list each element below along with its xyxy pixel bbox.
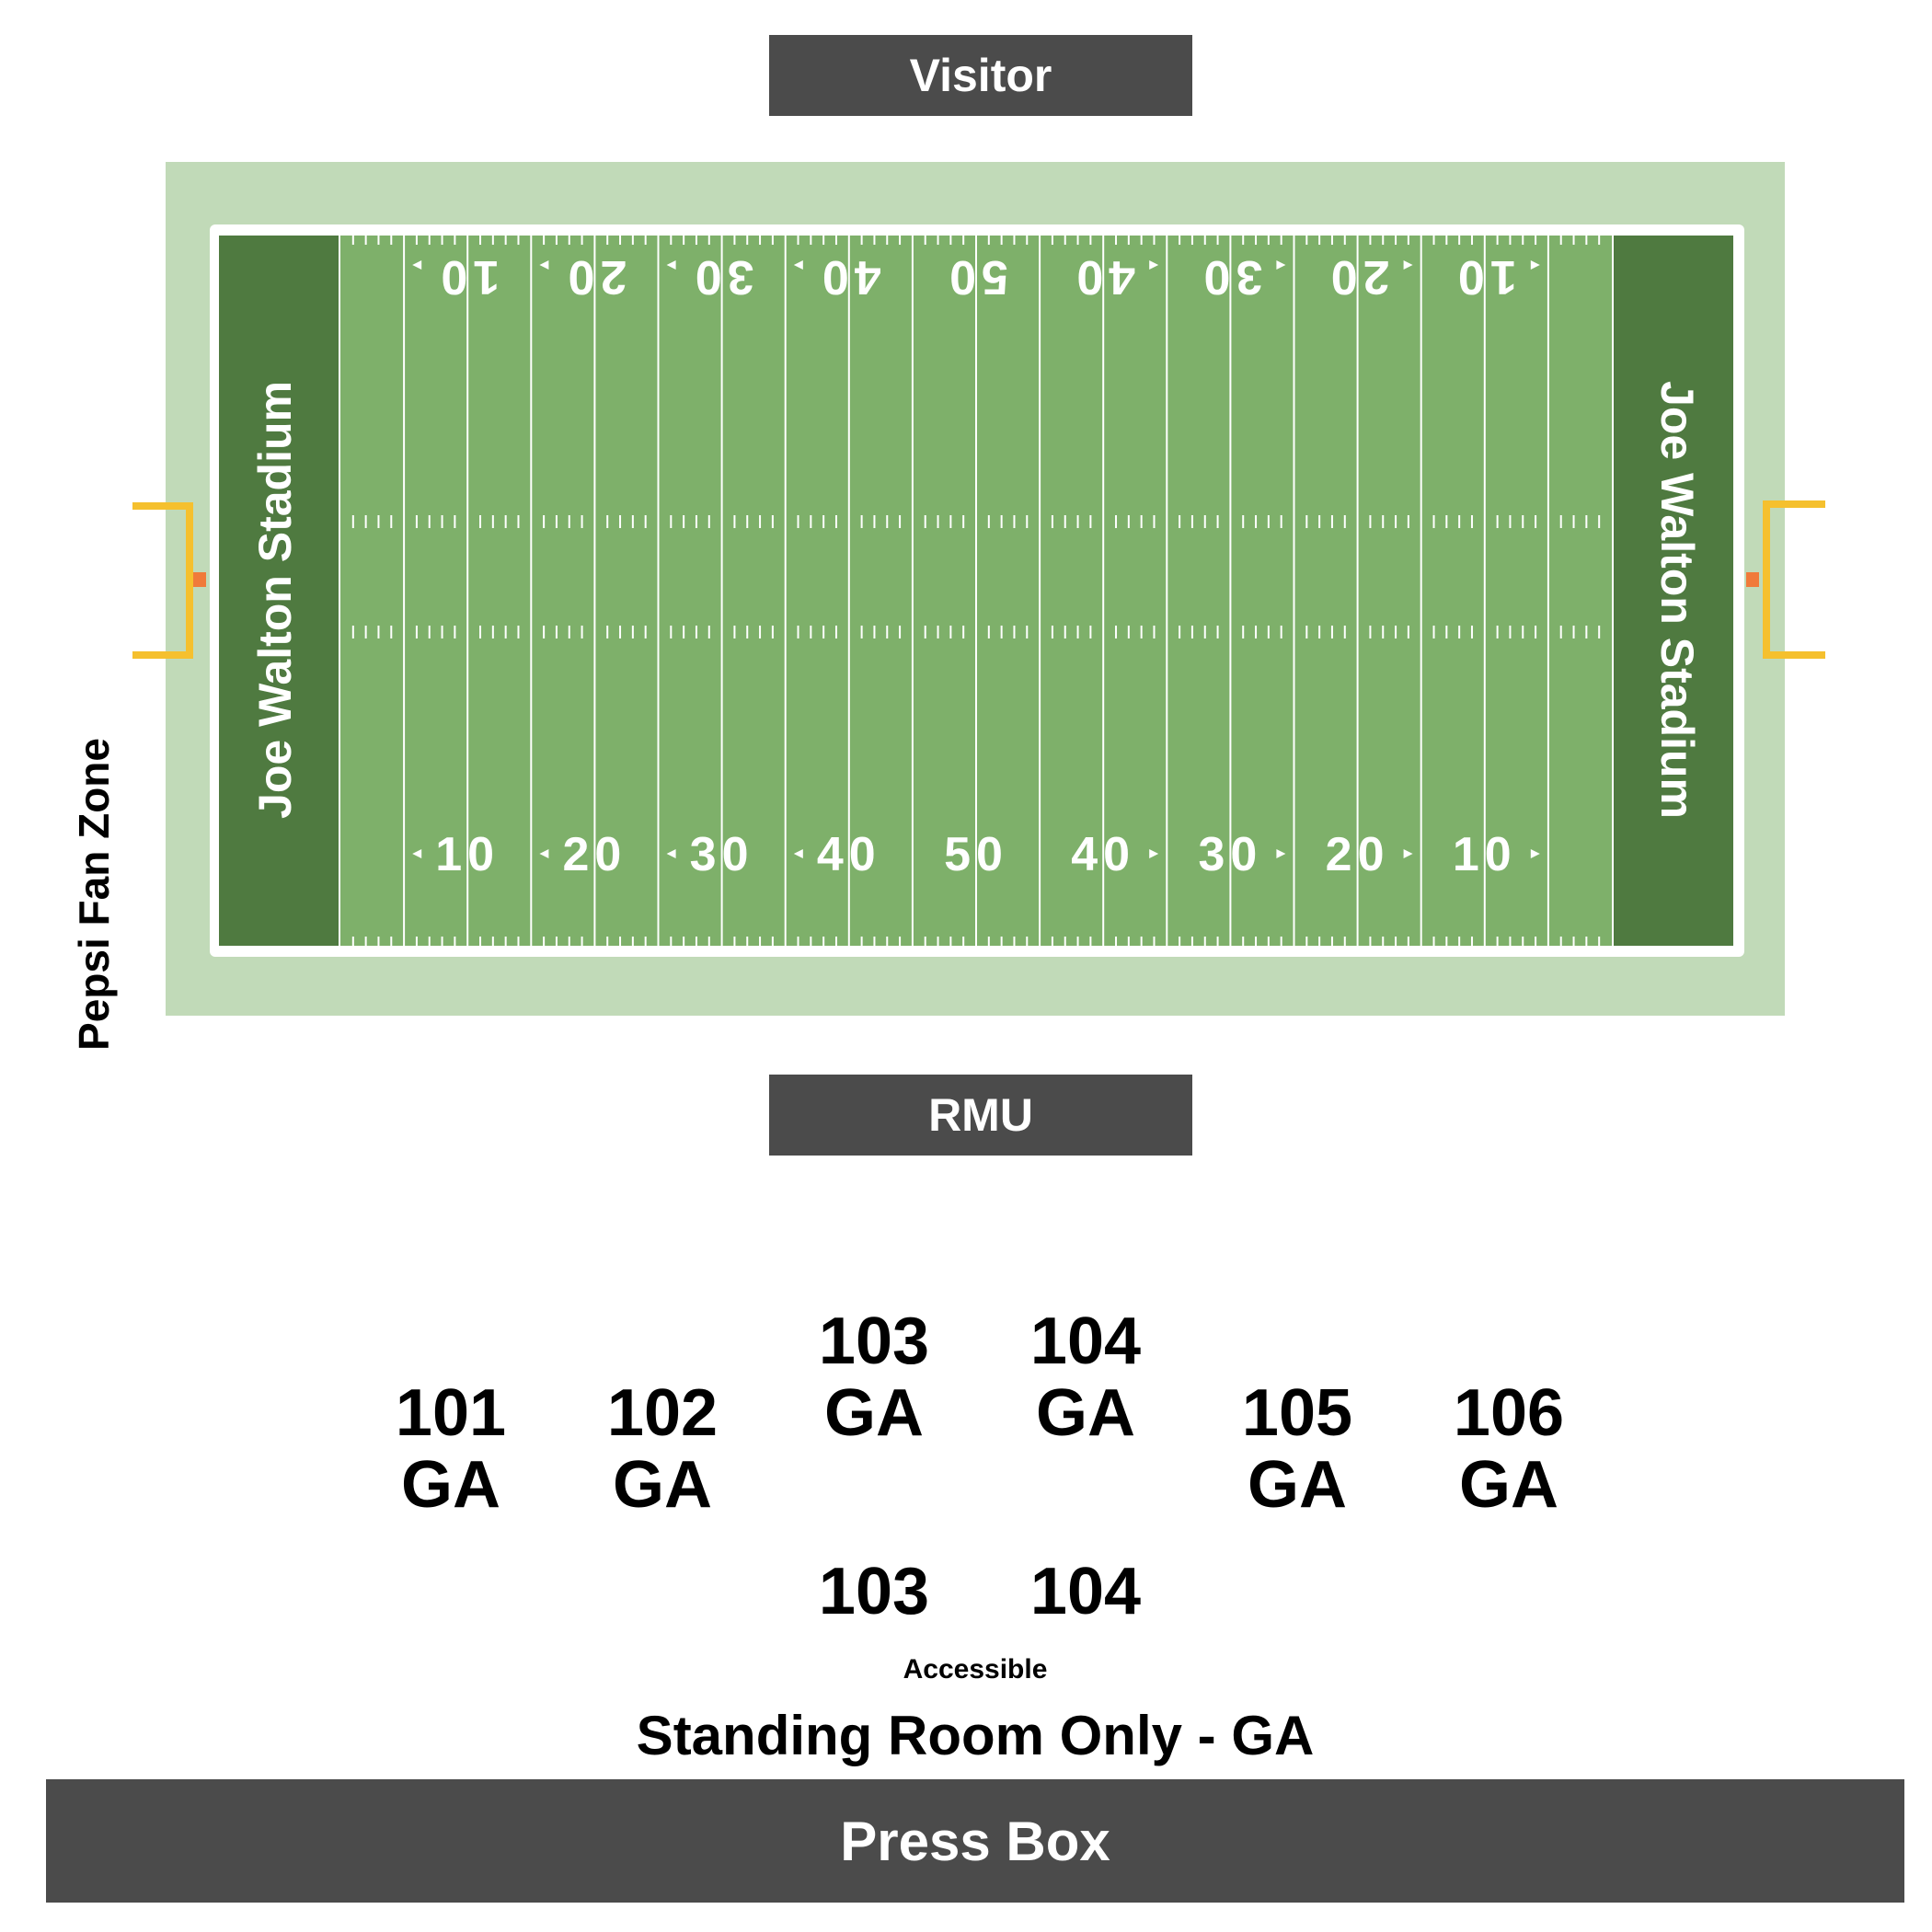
goalpost-left-icon	[132, 502, 206, 659]
direction-arrow-icon	[1276, 260, 1286, 270]
direction-arrow-icon	[1276, 849, 1286, 858]
endzone-left-label: Joe Walton Stadium	[249, 381, 301, 819]
fan-zone-label[interactable]: Pepsi Fan Zone	[70, 738, 118, 1051]
accessible-label: Accessible	[903, 1654, 1048, 1685]
section-105[interactable]: 105 GA	[1224, 1380, 1371, 1518]
section-number: 104	[1029, 1305, 1142, 1378]
direction-arrow-icon	[1530, 849, 1540, 858]
yard-number: 30	[1198, 828, 1262, 881]
section-number: 103	[818, 1555, 930, 1628]
section-101[interactable]: 101 GA	[377, 1380, 524, 1518]
direction-arrow-icon	[666, 260, 676, 270]
section-number: 103	[818, 1305, 930, 1378]
section-106[interactable]: 106 GA	[1435, 1380, 1582, 1518]
outer-turf	[166, 162, 1785, 1016]
yard-number-inverted: 10	[435, 250, 500, 304]
direction-arrow-icon	[793, 849, 803, 858]
section-104-accessible[interactable]: 104	[1012, 1558, 1159, 1625]
section-type: GA	[401, 1448, 500, 1522]
yard-lines	[403, 236, 1549, 946]
visitor-sideline-label: Visitor	[769, 35, 1192, 116]
direction-arrow-icon	[539, 849, 549, 858]
home-sideline-label: RMU	[769, 1075, 1192, 1156]
press-box-text: Press Box	[840, 1810, 1110, 1872]
home-text: RMU	[928, 1089, 1033, 1141]
section-103-accessible[interactable]: 103	[800, 1558, 948, 1625]
endzone-right	[1614, 236, 1733, 946]
section-type: GA	[1459, 1448, 1558, 1522]
section-number: 101	[395, 1376, 507, 1450]
visitor-text: Visitor	[909, 50, 1052, 101]
hash-marks	[351, 236, 1601, 946]
yard-number-inverted: 20	[562, 250, 627, 304]
standing-room-label[interactable]: Standing Room Only - GA	[636, 1705, 1315, 1766]
section-type: GA	[1036, 1376, 1135, 1450]
section-number: 106	[1453, 1376, 1565, 1450]
endzone-right-label: Joe Walton Stadium	[1651, 381, 1703, 819]
direction-arrow-icon	[793, 260, 803, 270]
yard-number: 10	[1453, 828, 1517, 881]
direction-arrow-icon	[666, 849, 676, 858]
yard-number-inverted: 40	[817, 250, 881, 304]
yard-numbers-bottom: 10 20 30 40 50 40 30 20 10	[435, 828, 1517, 881]
yard-number-inverted: 20	[1326, 250, 1390, 304]
yard-number-inverted: 10	[1453, 250, 1517, 304]
endzone-left	[219, 236, 339, 946]
yard-number-inverted: 50	[944, 250, 1008, 304]
section-type: GA	[1248, 1448, 1347, 1522]
section-number: 104	[1029, 1555, 1142, 1628]
section-104[interactable]: 104 GA	[1012, 1308, 1159, 1446]
playing-field	[340, 236, 1612, 946]
section-type: GA	[613, 1448, 712, 1522]
yard-number: 20	[562, 828, 627, 881]
direction-arrow-icon	[412, 849, 422, 858]
goalpost-right-icon	[1746, 500, 1825, 659]
section-type: GA	[824, 1376, 924, 1450]
yard-number: 10	[435, 828, 500, 881]
direction-arrow-icon	[412, 260, 422, 270]
yard-number-inverted: 40	[1071, 250, 1135, 304]
direction-arrow-icon	[1149, 260, 1159, 270]
yard-number-inverted: 30	[690, 250, 754, 304]
press-box-label: Press Box	[46, 1779, 1904, 1903]
direction-arrow-icon	[1149, 849, 1159, 858]
direction-arrow-icon	[1530, 260, 1540, 270]
section-number: 102	[606, 1376, 719, 1450]
yard-number: 50	[944, 828, 1008, 881]
section-number: 105	[1241, 1376, 1353, 1450]
yard-number: 30	[690, 828, 754, 881]
direction-arrow-icon	[539, 260, 549, 270]
section-102[interactable]: 102 GA	[589, 1380, 736, 1518]
yard-number: 40	[817, 828, 881, 881]
yard-arrows	[412, 260, 1540, 858]
direction-arrow-icon	[1403, 260, 1413, 270]
yard-numbers-top: 10 20 30 40 50 40 30 20 10	[435, 250, 1516, 304]
yard-number: 40	[1071, 828, 1135, 881]
section-103[interactable]: 103 GA	[800, 1308, 948, 1446]
yard-number-inverted: 30	[1198, 250, 1262, 304]
yard-number: 20	[1326, 828, 1390, 881]
direction-arrow-icon	[1403, 849, 1413, 858]
field-border	[210, 224, 1744, 957]
